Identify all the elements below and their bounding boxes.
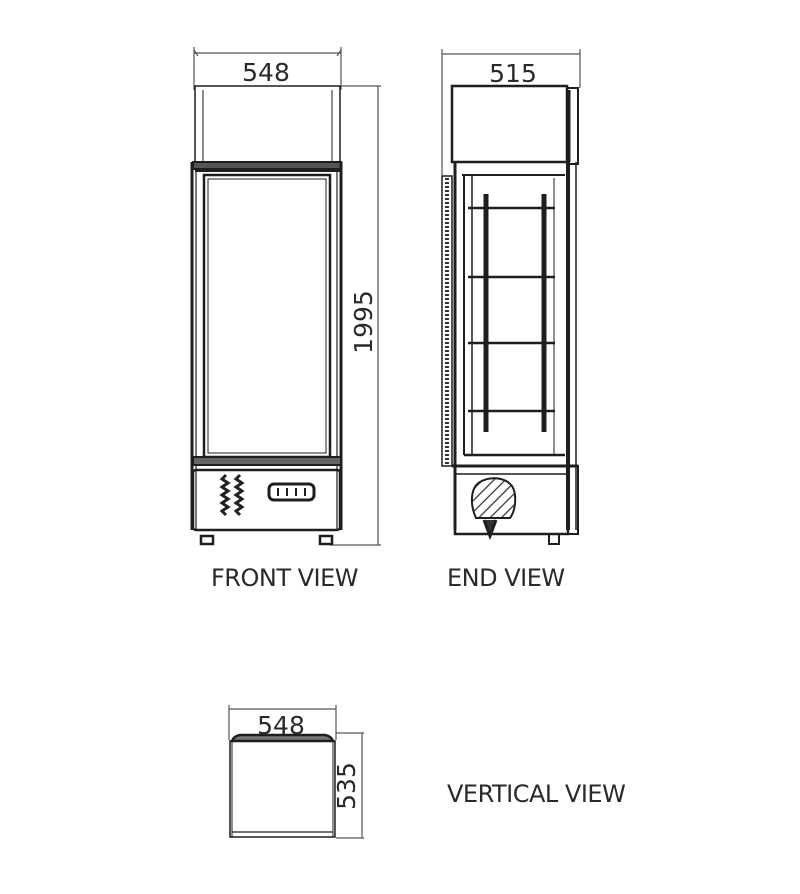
front-view-drawing <box>190 47 381 546</box>
vertical-view-drawing <box>228 705 364 839</box>
end-view-label: END VIEW <box>447 564 565 592</box>
temperature-display-icon <box>267 482 316 502</box>
front-view-label: FRONT VIEW <box>211 564 359 592</box>
front-height-value: 1995 <box>349 290 378 354</box>
vertical-depth-dimension <box>336 732 364 839</box>
vertical-view-label: VERTICAL VIEW <box>447 780 626 808</box>
vertical-width-value: 548 <box>257 711 305 740</box>
end-depth-dimension <box>441 49 581 175</box>
vent-grille-icon <box>219 473 245 517</box>
front-width-value: 548 <box>242 58 290 87</box>
compressor-icon <box>470 477 517 541</box>
end-view-drawing <box>441 49 581 545</box>
end-depth-value: 515 <box>489 59 537 88</box>
shelves <box>468 206 555 413</box>
vertical-width-dimension <box>228 705 337 740</box>
front-height-dimension <box>330 85 381 546</box>
front-width-dimension <box>193 47 342 90</box>
vertical-depth-value: 535 <box>332 762 361 810</box>
